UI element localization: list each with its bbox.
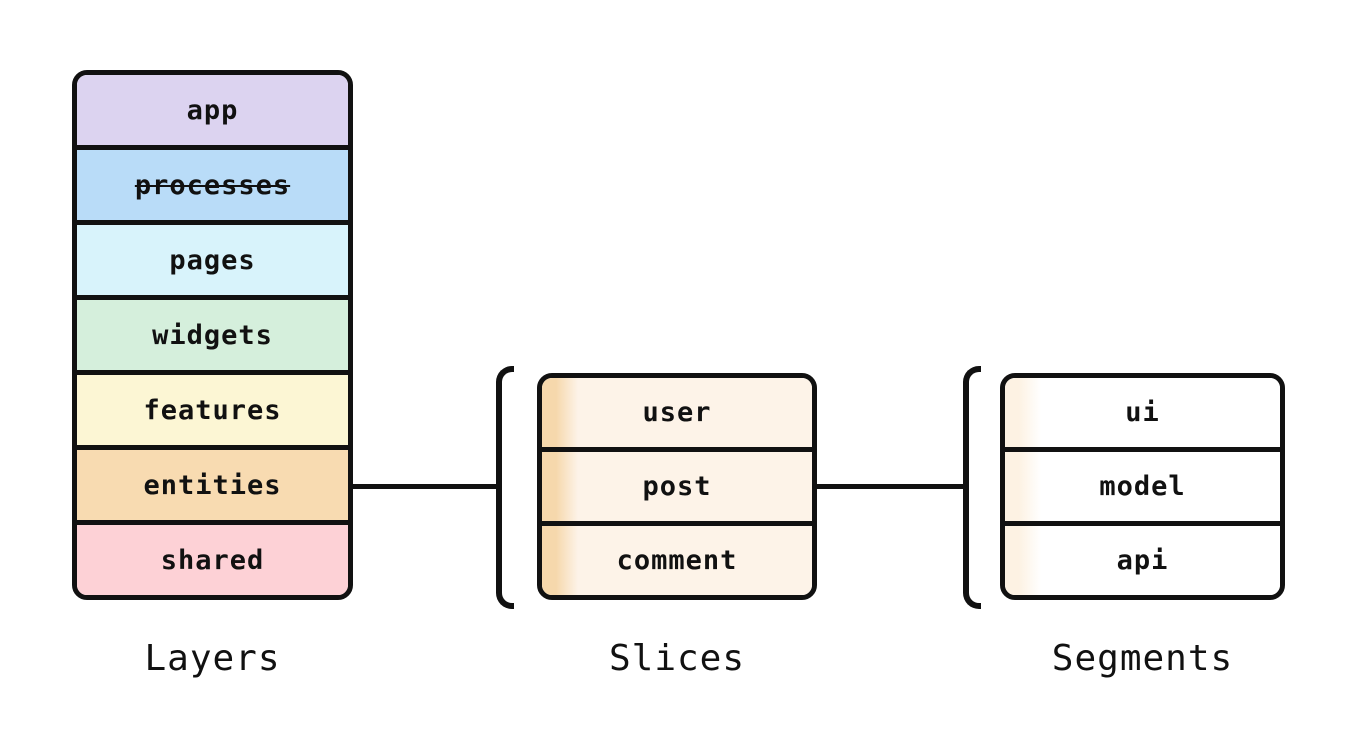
layer-row-app: app: [77, 75, 348, 145]
slices-bracket: [496, 366, 514, 609]
layer-row-shared: shared: [77, 520, 348, 595]
slice-row-user: user: [542, 378, 812, 447]
layer-row-processes: processes: [77, 145, 348, 220]
slices-caption: Slices: [608, 638, 746, 679]
layer-label-shared: shared: [160, 544, 265, 576]
layers-caption: Layers: [144, 638, 281, 679]
slice-row-comment: comment: [542, 521, 812, 595]
slices-stack: user post comment: [537, 373, 817, 600]
segments-bracket: [963, 366, 981, 609]
layer-row-pages: pages: [77, 220, 348, 295]
connector-entities-to-slices: [350, 484, 498, 489]
segment-label-ui: ui: [1125, 397, 1160, 428]
segment-label-model: model: [1099, 471, 1186, 502]
layer-label-widgets: widgets: [152, 319, 273, 351]
connector-slices-to-segments: [812, 484, 965, 489]
slice-row-post: post: [542, 447, 812, 521]
slice-label-post: post: [642, 471, 712, 502]
layer-label-entities: entities: [143, 469, 282, 501]
layer-row-features: features: [77, 370, 348, 445]
layer-row-widgets: widgets: [77, 295, 348, 370]
layers-stack: app processes pages widgets features ent…: [72, 70, 353, 600]
slice-label-comment: comment: [616, 545, 738, 576]
layer-label-app: app: [186, 94, 239, 126]
layer-label-pages: pages: [169, 244, 256, 276]
segments-caption: Segments: [1051, 638, 1234, 679]
segment-row-api: api: [1005, 521, 1280, 595]
segments-stack: ui model api: [1000, 373, 1285, 600]
layer-row-entities: entities: [77, 445, 348, 520]
layer-label-processes: processes: [134, 169, 291, 201]
segment-row-ui: ui: [1005, 378, 1280, 447]
slice-label-user: user: [642, 397, 712, 428]
segment-label-api: api: [1116, 545, 1169, 576]
segment-row-model: model: [1005, 447, 1280, 521]
layer-label-features: features: [143, 394, 282, 426]
